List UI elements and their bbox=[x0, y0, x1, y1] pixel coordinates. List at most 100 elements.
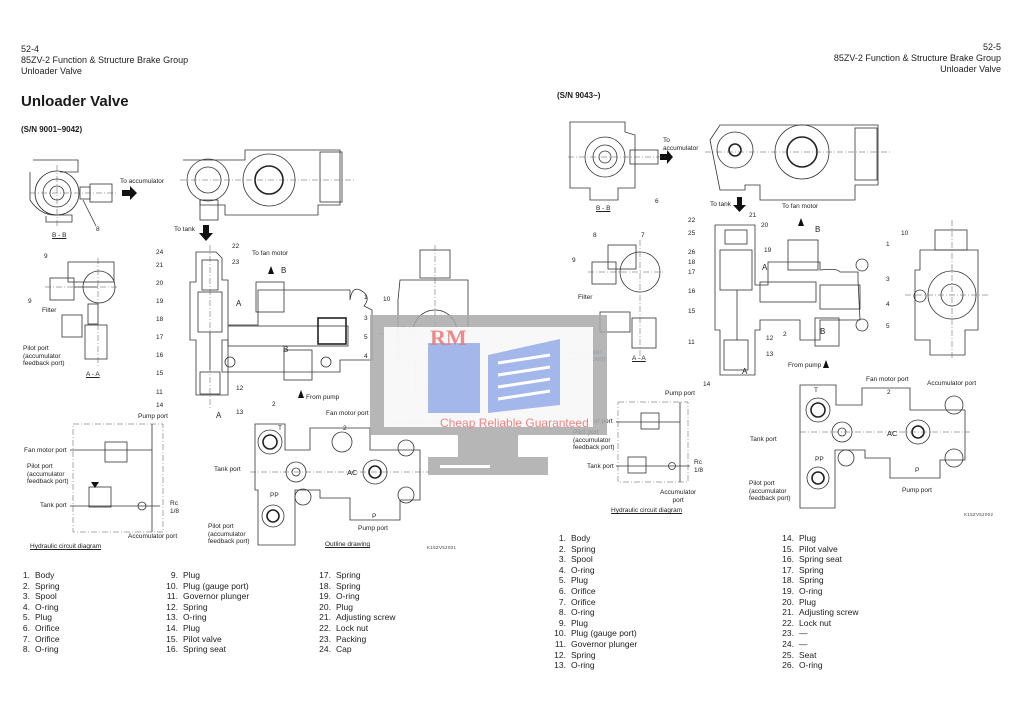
part-number: 23. bbox=[319, 633, 331, 644]
callout-5: 5 bbox=[364, 334, 368, 341]
label-filter: Filter bbox=[42, 307, 57, 314]
part-number: 4. bbox=[22, 601, 30, 612]
part-number: 23. bbox=[782, 628, 794, 639]
label-section-aa-right: A - A bbox=[632, 355, 646, 362]
parts-list-item: 7.Orifice bbox=[14, 634, 60, 645]
callout-8-right: 8 bbox=[593, 232, 597, 239]
part-number: 4. bbox=[558, 564, 566, 575]
part-name: Lock nut bbox=[799, 617, 832, 628]
caption-outline-drawing: Outline drawing bbox=[325, 541, 371, 548]
label-port-ac: AC bbox=[347, 468, 358, 477]
callout-10: 10 bbox=[383, 296, 391, 303]
label-port-2-right: 2 bbox=[887, 389, 891, 396]
part-number: 24. bbox=[319, 644, 331, 655]
callout-12: 12 bbox=[236, 385, 244, 392]
aa-view-left bbox=[45, 258, 118, 368]
callout-2: 2 bbox=[272, 401, 276, 408]
callout-19: 19 bbox=[156, 298, 164, 305]
label-to-tank: To tank bbox=[174, 226, 195, 233]
part-number: 21. bbox=[319, 612, 331, 623]
part-name: Governor plunger bbox=[571, 638, 638, 649]
part-name: Plug bbox=[35, 612, 53, 623]
parts-list-item: 21. Adjusting screw bbox=[315, 612, 396, 623]
caption-hydraulic-circuit-right: Hydraulic circuit diagram bbox=[611, 507, 683, 514]
label-to-fan-motor-right: To fan motor bbox=[782, 203, 819, 210]
part-number: 3. bbox=[558, 554, 566, 565]
left-serial-range: (S/N 9001~9042) bbox=[21, 125, 83, 134]
bb-view-left bbox=[29, 159, 137, 228]
label-rc-right: Rc bbox=[694, 459, 702, 466]
part-name: Adjusting screw bbox=[336, 612, 396, 623]
part-name: Spring seat bbox=[183, 644, 226, 655]
label-pilot-port-od-right: Pilot port (accumulator feedback port) bbox=[749, 480, 791, 502]
parts-list-item: 9.Plug bbox=[162, 570, 249, 581]
right-page-number: 52-5 bbox=[982, 42, 1001, 52]
label-section-bb-right: B - B bbox=[596, 205, 611, 212]
callout-13: 13 bbox=[236, 409, 244, 416]
callout-9b: 9 bbox=[28, 298, 32, 305]
part-number: 18. bbox=[782, 575, 794, 586]
label-b-marker-top: B bbox=[281, 266, 287, 275]
part-number: 5. bbox=[22, 612, 30, 623]
callout-16: 16 bbox=[156, 352, 164, 359]
part-number: 22. bbox=[782, 617, 794, 628]
callout-24: 24 bbox=[156, 249, 164, 256]
label-fan-motor-port-od: Fan motor port bbox=[326, 410, 369, 417]
callout-1: 1 bbox=[364, 294, 368, 301]
label-pump-port-od-right: Pump port bbox=[902, 487, 932, 494]
parts-list-item: 22. Lock nut bbox=[315, 623, 396, 634]
part-name: Spring bbox=[571, 543, 596, 554]
part-name: Governor plunger bbox=[183, 591, 250, 602]
part-number: 14. bbox=[166, 622, 178, 633]
part-number: 12. bbox=[554, 649, 566, 660]
right-subsection-title: Unloader Valve bbox=[940, 64, 1001, 74]
callout-25-right: 25 bbox=[688, 230, 696, 237]
label-tank-port-hc: Tank port bbox=[40, 502, 67, 509]
side-view-right bbox=[905, 220, 990, 360]
label-a-marker-bottom: A bbox=[216, 411, 222, 420]
part-number: 22. bbox=[319, 622, 331, 633]
callout-17-right: 17 bbox=[688, 269, 696, 276]
part-name: Spring bbox=[571, 649, 596, 660]
part-name: Lock nut bbox=[336, 622, 369, 633]
part-number: 18. bbox=[319, 580, 331, 591]
parts-list-item: 16.Spring seat bbox=[162, 644, 249, 655]
part-name: Plug bbox=[336, 601, 354, 612]
part-number: 6. bbox=[22, 622, 30, 633]
part-name: O-ring bbox=[799, 660, 823, 671]
parts-list-item: 19.O-ring bbox=[315, 591, 396, 602]
part-number: 6. bbox=[558, 585, 566, 596]
part-name: O-ring bbox=[35, 644, 59, 655]
parts-list-item: 20.Plug bbox=[315, 602, 396, 613]
page-title: Unloader Valve bbox=[21, 93, 129, 110]
label-a-marker-right-bottom: A bbox=[742, 367, 748, 376]
part-number: 25. bbox=[782, 649, 794, 660]
parts-list-item: 2.Spring bbox=[14, 581, 60, 592]
parts-list-item: 23.Packing bbox=[315, 634, 396, 645]
part-number: 1. bbox=[558, 533, 566, 543]
left-subsection-title: Unloader Valve bbox=[21, 66, 82, 76]
label-port-p-right: P bbox=[915, 467, 920, 474]
callout-11-right: 11 bbox=[688, 339, 695, 346]
parts-list-item: 8.O-ring bbox=[14, 644, 60, 655]
part-name: O-ring bbox=[571, 660, 595, 671]
left-section-title: 85ZV-2 Function & Structure Brake Group bbox=[21, 55, 189, 65]
callout-9-right: 9 bbox=[572, 257, 576, 264]
part-name: — bbox=[799, 638, 808, 649]
part-number: 8. bbox=[558, 607, 566, 618]
right-serial-range: (S/N 9043~) bbox=[557, 91, 601, 100]
hydraulic-circuit-left bbox=[70, 423, 164, 533]
label-port-t-right: T bbox=[814, 387, 818, 394]
parts-list-item: 2.Spring bbox=[550, 544, 637, 555]
parts-list-item: 13.O-ring bbox=[162, 612, 249, 623]
label-pump-port-hc-right: Pump port bbox=[665, 390, 695, 397]
part-name: Spring bbox=[799, 564, 824, 575]
parts-list-item: 12.Spring bbox=[162, 602, 249, 613]
callout-14: 14 bbox=[156, 402, 164, 409]
part-number: 19. bbox=[782, 585, 794, 596]
part-name: Orifice bbox=[571, 585, 596, 596]
parts-list-item: 17.Spring bbox=[778, 565, 859, 576]
right-page-header: 52-5 85ZV-2 Function & Structure Brake G… bbox=[834, 42, 1001, 75]
